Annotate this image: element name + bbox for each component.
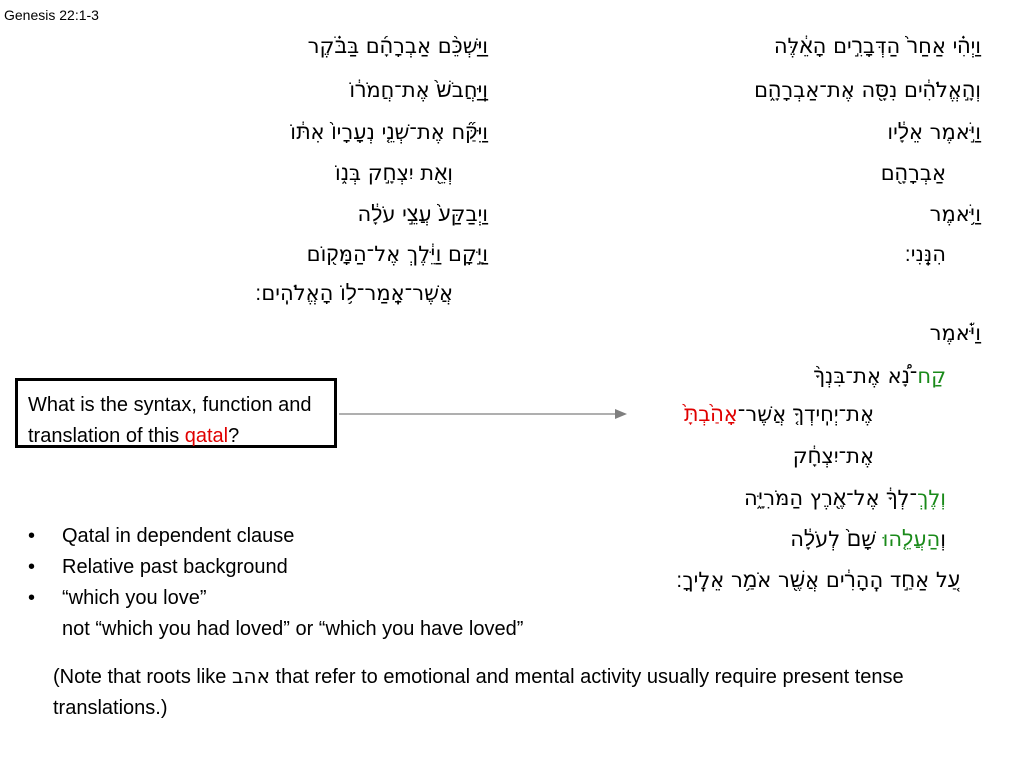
translation-note: (Note that roots like אהב that refer to … — [53, 664, 904, 719]
qatal-term: qatal — [184, 425, 229, 447]
speech-line-3: אֶת־יִצְחָ֔ק — [792, 444, 874, 468]
qatal-highlight: אָהַ֙בְתָּ֙ — [683, 402, 738, 426]
hebrew-line: וַיְהִ֗י אַחַר֙ הַדְּבָרִ֣ים הָאֵ֔לֶּה — [773, 34, 981, 58]
scripture-reference: Genesis 22:1-3 — [4, 7, 99, 23]
hebrew-line: וַיְבַקַּע֙ עֲצֵ֣י עֹלָ֔ה — [357, 202, 488, 226]
hebrew-line: וַיָּ֣קָם וַיֵּ֔לֶךְ אֶל־הַמָּק֖וֹם — [306, 242, 488, 266]
hebrew-line: וְהָ֣אֱלֹהִ֔ים נִסָּ֖ה אֶת־אַבְרָהָ֑ם — [754, 78, 981, 102]
speech-line-1: קַח־נָ֠א אֶת־בִּנְךָ֨ — [813, 364, 946, 388]
hebrew-line: וַיִּקַּ֞ח אֶת־שְׁנֵ֤י נְעָרָיו֙ אִתּ֔וֹ — [290, 120, 488, 144]
bullet-continuation: not “which you had loved” or “which you … — [62, 618, 524, 640]
bullet-item: •Relative past background — [28, 552, 523, 583]
hebrew-line: וַיֹּ֥אמֶר — [929, 202, 981, 226]
bullet-item: •Qatal in dependent clause — [28, 521, 523, 552]
speech-line-2: אֶת־יְחִֽידְךָ֤ אֲשֶׁר־אָהַ֙בְתָּ֙ — [683, 402, 874, 426]
bullet-icon: • — [28, 556, 36, 578]
question-text: What is the syntax, function and transla… — [28, 394, 312, 447]
bullet-icon: • — [28, 587, 36, 609]
bullet-icon: • — [28, 525, 36, 547]
hebrew-root: אהב — [231, 664, 270, 688]
imperative-highlight: הַעֲלֵ֤הוּ — [882, 527, 941, 551]
hebrew-line: וַיֹּ֡אמֶר — [929, 321, 981, 345]
hebrew-line: וַיֹּ֣אמֶר אֵלָ֔יו — [887, 120, 981, 144]
hebrew-line: וַֽיַּחֲבֹשׁ֙ אֶת־חֲמֹר֔וֹ — [349, 78, 488, 102]
answer-bullets: •Qatal in dependent clause •Relative pas… — [28, 521, 523, 645]
bullet-item: •“which you love” — [28, 583, 523, 614]
speech-line-6: עַ֚ל אַחַ֣ד הֶֽהָרִ֔ים אֲשֶׁ֖ר אֹמַ֥ר אֵ… — [676, 568, 960, 592]
hebrew-line: הִנֵּֽנִי׃ — [904, 242, 946, 266]
arrow-icon — [339, 409, 627, 419]
imperative-highlight: קַח — [917, 364, 946, 388]
imperative-highlight: וְלֶךְ — [917, 486, 946, 510]
hebrew-line: וַיַּשְׁכֵּ֨ם אַבְרָהָ֜ם בַּבֹּ֗קֶר — [307, 34, 488, 58]
speech-line-5: וְהַעֲלֵ֤הוּ שָׁם֙ לְעֹלָ֔ה — [790, 527, 946, 551]
question-box: What is the syntax, function and transla… — [15, 378, 337, 448]
hebrew-line: אֲשֶׁר־אָֽמַר־ל֥וֹ הָאֱלֹהִֽים׃ — [255, 281, 453, 305]
hebrew-line: וְאֵ֖ת יִצְחָ֣ק בְּנ֑וֹ — [335, 161, 453, 185]
speech-line-4: וְלֶךְ־לְךָ֔ אֶל־אֶ֖רֶץ הַמֹּרִיָּ֑ה — [744, 486, 946, 510]
hebrew-line: אַבְרָהָ֖ם — [880, 161, 946, 185]
